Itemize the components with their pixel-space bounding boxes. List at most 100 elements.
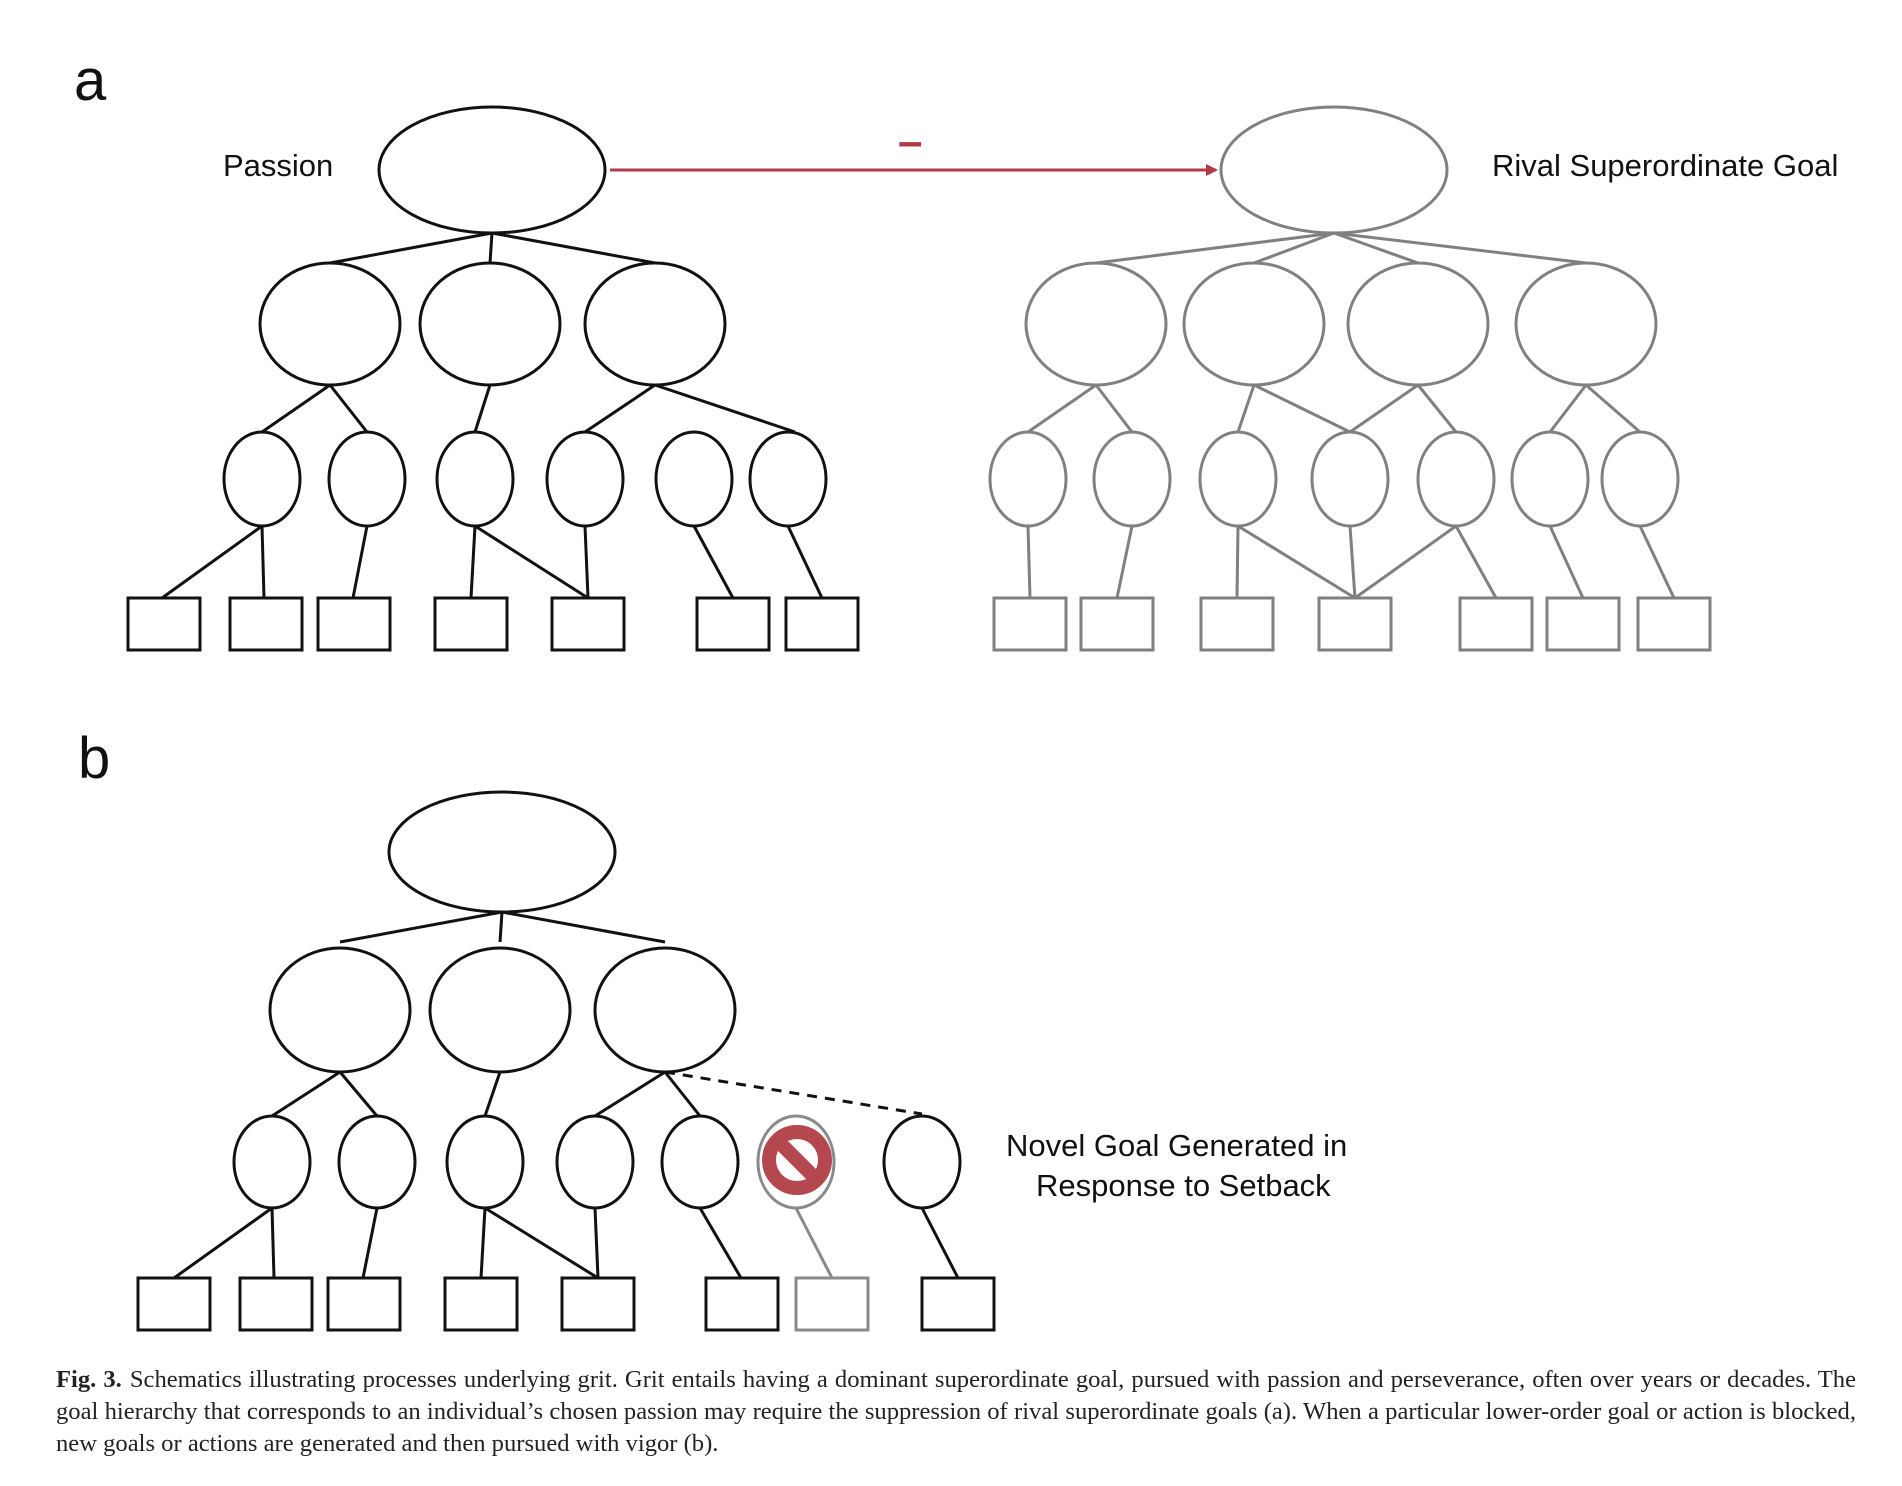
prohibition-icon [762, 1125, 832, 1195]
action-node [704, 1276, 780, 1332]
low-goal-node [555, 1114, 635, 1210]
rival-low-goal-node [1416, 430, 1496, 528]
edge [338, 1071, 379, 1117]
edge [1548, 525, 1585, 599]
edge [474, 524, 589, 600]
mid-goal-node [268, 946, 412, 1074]
rival-mid-goal-node [1346, 261, 1490, 387]
edge [260, 525, 266, 599]
setback-hierarchy [136, 790, 996, 1332]
mid-goal-node [593, 946, 737, 1074]
rival-action-node [1458, 596, 1534, 652]
edge [698, 1207, 743, 1279]
rival-low-goal-node [1510, 430, 1590, 528]
edge [1349, 383, 1419, 434]
rival-low-goal-node [1198, 430, 1278, 528]
inhibition-sign: – [898, 117, 922, 166]
blocked-edge [794, 1207, 834, 1279]
edge [663, 1071, 702, 1117]
low-goal-node [232, 1114, 312, 1210]
edge [1235, 525, 1240, 599]
panel-letter-b: b [78, 726, 110, 791]
low-goal-node [337, 1114, 417, 1210]
edge [1416, 384, 1458, 433]
action-node [695, 596, 771, 652]
action-node [126, 596, 202, 652]
edge [920, 1207, 960, 1279]
edge [351, 525, 369, 599]
edge [1548, 384, 1588, 433]
edge [501, 910, 666, 944]
action-node [550, 596, 626, 652]
rival-low-goal-node [1310, 430, 1390, 528]
action-node [238, 1276, 314, 1332]
rival-action-node [1545, 596, 1621, 652]
mid-goal-node [428, 946, 572, 1074]
edge [583, 525, 590, 599]
edge [484, 1206, 599, 1280]
edge [1354, 524, 1457, 600]
rival-mid-goal-node [1182, 261, 1326, 387]
low-goal-node [660, 1114, 740, 1210]
rival-hierarchy [988, 105, 1712, 652]
novel-goal-label-line1: Novel Goal Generated in [1006, 1128, 1347, 1163]
action-node [443, 1276, 519, 1332]
action-node [316, 596, 392, 652]
edge [1095, 231, 1335, 265]
edge [483, 1071, 502, 1117]
edge [1454, 525, 1498, 599]
low-goal-node [445, 1114, 525, 1210]
low-goal-node [222, 430, 302, 528]
action-node [433, 596, 509, 652]
edge [498, 911, 504, 943]
edge [1348, 525, 1357, 599]
superordinate-goal-node [377, 105, 607, 235]
low-goal-node [545, 430, 625, 528]
action-node [784, 596, 860, 652]
action-node [136, 1276, 212, 1332]
edge [1333, 231, 1587, 265]
edge [594, 1070, 666, 1118]
edge [361, 1207, 379, 1279]
edge [1638, 525, 1676, 599]
edge [173, 1206, 273, 1280]
edge [469, 525, 477, 599]
action-node [326, 1276, 402, 1332]
rival-action-node [1079, 596, 1155, 652]
figure-caption: Fig. 3.Schematics illustrating processes… [56, 1364, 1856, 1460]
edge [1237, 524, 1356, 600]
edge [692, 525, 735, 599]
action-node [560, 1276, 636, 1332]
low-goal-node [654, 430, 734, 528]
novel-goal-node [882, 1114, 962, 1210]
edge [161, 524, 263, 600]
edge [1236, 384, 1256, 433]
edge [786, 525, 824, 599]
edge [1253, 231, 1335, 265]
rival-low-goal-node [988, 430, 1068, 528]
rival-low-goal-node [1600, 430, 1680, 528]
rival-action-node [1636, 596, 1712, 652]
edge [1333, 231, 1419, 265]
edge [1253, 383, 1351, 434]
rival-action-node [1199, 596, 1275, 652]
mid-goal-node [258, 261, 402, 387]
rival-action-node [1317, 596, 1393, 652]
edge [1585, 383, 1641, 434]
edge [271, 1070, 341, 1118]
edge [654, 383, 796, 434]
edge [329, 231, 493, 265]
superordinate-goal-node [387, 790, 617, 914]
action-node [228, 596, 304, 652]
edge [261, 383, 331, 434]
caption-label: Fig. 3. [56, 1366, 122, 1393]
low-goal-node [435, 430, 515, 528]
edge [1094, 384, 1134, 433]
edge [593, 1207, 600, 1279]
rival-mid-goal-node [1514, 261, 1658, 387]
caption-text: Schematics illustrating processes underl… [56, 1366, 1856, 1457]
novel-goal-dashed-edge [664, 1070, 923, 1116]
rival-action-node [992, 596, 1068, 652]
novel-action-node [920, 1276, 996, 1332]
low-goal-node [327, 430, 407, 528]
